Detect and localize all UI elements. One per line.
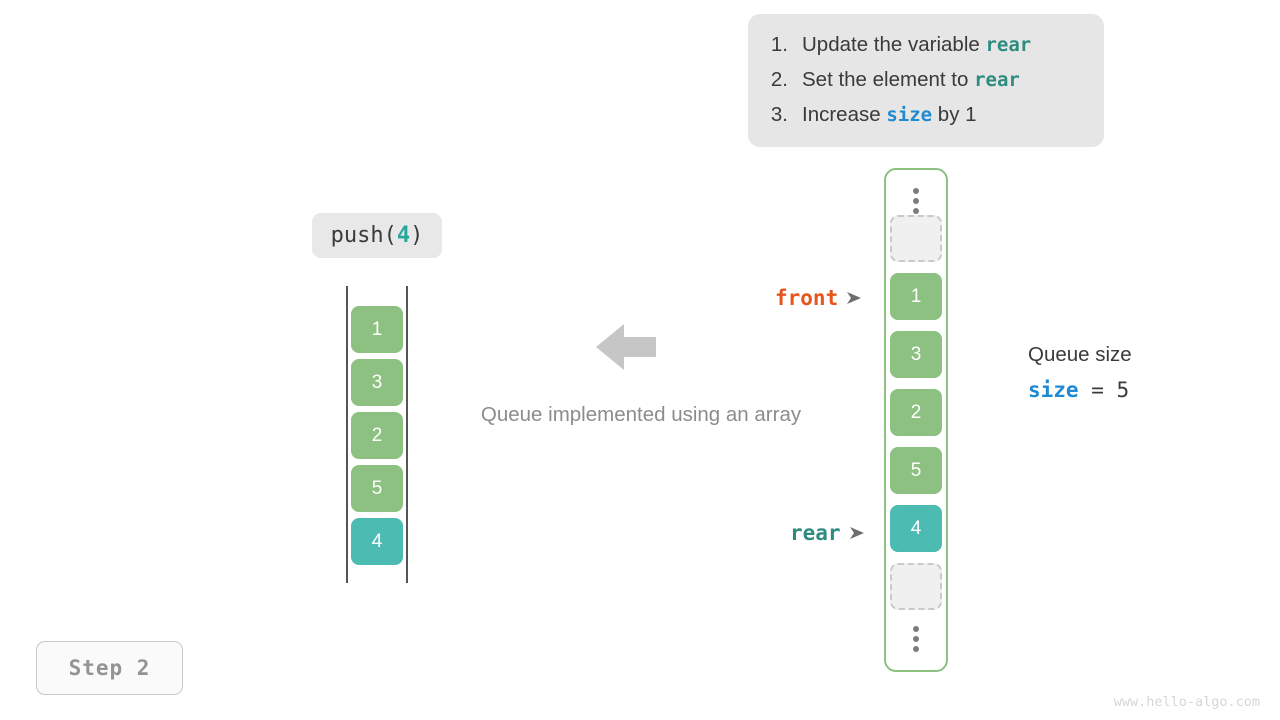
instruction-text-post: by 1 — [932, 103, 977, 127]
queue-size-info: Queue size size = 5 — [1028, 343, 1132, 402]
step-badge: Step 2 — [36, 641, 183, 695]
array-cell: 1 — [351, 306, 403, 353]
ring-slot: 3 — [890, 331, 942, 378]
ring-slot: 5 — [890, 447, 942, 494]
left-array-diagram: 1 3 2 5 4 — [346, 286, 408, 583]
instructions-card: 1. Update the variable rear 2. Set the e… — [748, 14, 1104, 147]
operation-label: push(4) — [312, 213, 442, 258]
operation-name: push( — [330, 223, 397, 248]
instruction-number: 1. — [770, 33, 788, 56]
array-rail-left — [346, 286, 348, 583]
left-array-cells: 1 3 2 5 4 — [351, 306, 403, 571]
ring-buffer-cells: 1 3 2 5 4 — [890, 215, 942, 610]
left-arrow-icon — [596, 322, 656, 372]
instruction-code-token: rear — [985, 34, 1032, 56]
instruction-text-pre: Set the element to — [802, 68, 975, 92]
watermark: www.hello-algo.com — [1113, 694, 1260, 710]
instruction-item: 1. Update the variable rear — [748, 32, 1104, 58]
size-variable-value: = 5 — [1078, 378, 1130, 402]
front-pointer-label: front — [775, 286, 839, 310]
ring-cell-empty — [890, 215, 942, 262]
array-rail-right — [406, 286, 408, 583]
array-cell: 2 — [351, 412, 403, 459]
instruction-text-pre: Update the variable — [802, 33, 986, 56]
instruction-number: 2. — [770, 68, 788, 92]
diagram-caption: Queue implemented using an array — [480, 403, 802, 426]
array-cell-highlighted: 4 — [351, 518, 403, 565]
ring-buffer-container: 1 3 2 5 4 — [884, 168, 948, 672]
pointer-arrow-icon — [847, 286, 863, 310]
queue-size-expression: size = 5 — [1028, 378, 1132, 402]
size-variable-name: size — [1028, 378, 1079, 402]
instruction-item: 3. Increase size by 1 — [748, 102, 1104, 128]
instruction-code-token: rear — [974, 69, 1020, 92]
rear-pointer: rear — [790, 521, 866, 545]
ring-slot — [890, 215, 942, 262]
ellipsis-bottom-icon — [913, 626, 919, 652]
ring-slot — [890, 563, 942, 610]
instruction-text-pre: Increase — [802, 103, 887, 127]
ring-cell-empty — [890, 563, 942, 610]
ring-slot: 1 — [890, 273, 942, 320]
ring-slot: 4 — [890, 505, 942, 552]
ring-cell: 1 — [890, 273, 942, 320]
operation-value: 4 — [396, 223, 411, 248]
ring-slot: 2 — [890, 389, 942, 436]
pointer-arrow-icon — [849, 521, 866, 545]
instruction-code-token: size — [886, 104, 933, 127]
ring-cell: 2 — [890, 389, 942, 436]
array-cell: 3 — [351, 359, 403, 406]
operation-close-paren: ) — [410, 223, 424, 248]
front-pointer: front — [775, 286, 863, 310]
ring-cell: 3 — [890, 331, 942, 378]
ring-cell-highlighted: 4 — [890, 505, 942, 552]
ellipsis-top-icon — [913, 188, 919, 214]
instruction-item: 2. Set the element to rear — [748, 67, 1104, 93]
instruction-number: 3. — [770, 103, 788, 127]
ring-cell: 5 — [890, 447, 942, 494]
queue-size-title: Queue size — [1028, 343, 1132, 366]
rear-pointer-label: rear — [790, 521, 841, 545]
array-cell: 5 — [351, 465, 403, 512]
